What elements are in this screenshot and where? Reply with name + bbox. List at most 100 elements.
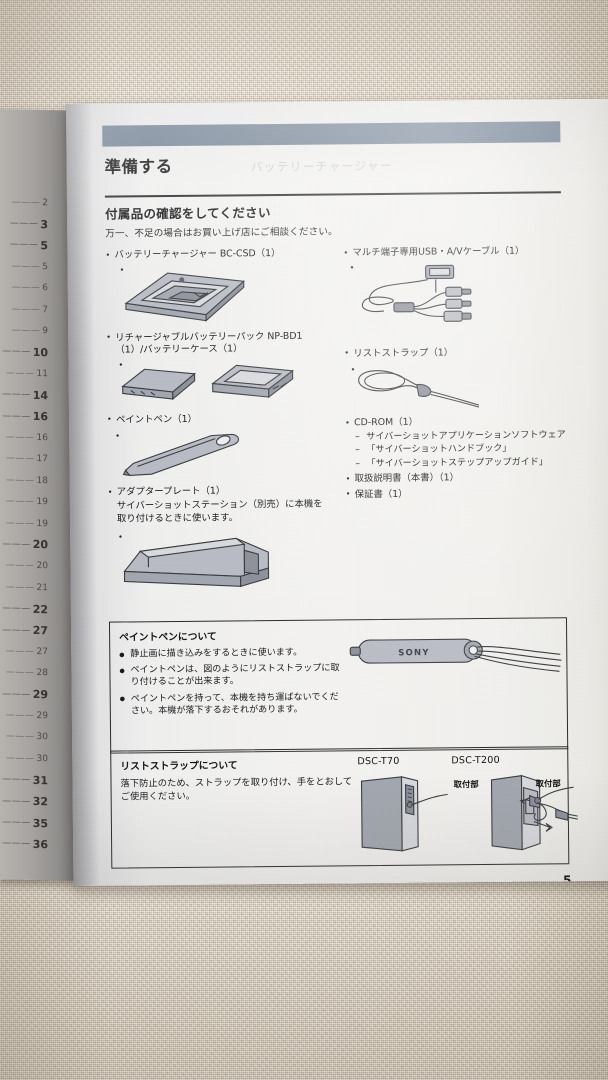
index-page-number: 27 [36,646,48,658]
open-manual-book: ———2———3———5———5———6———7———9———10———11——… [0,98,608,894]
index-page-number: 16 [36,432,48,444]
item-label-cd-rom: CD-ROM（1） [354,416,418,429]
index-page-number: 28 [36,668,48,679]
index-page-number: 16 [32,410,48,424]
index-entry: ———9 [0,320,52,343]
index-entry: ———30 [0,726,52,749]
index-entry: ———17 [0,448,52,471]
index-page-number: 32 [32,795,48,809]
cd-rom-sub-item: サイバーショットアプリケーションソフトウェア [354,429,569,443]
index-leader-dots: ——— [6,731,35,743]
item-label-paint-pen: ペイントペン（1） [115,413,198,426]
callout-label-mount-t70: 取付部 [453,779,479,790]
index-leader-dots: ——— [2,389,31,401]
note-paragraph-wrist-strap: 落下防止のため、ストラップを取り付け、手をとおしてご使用ください。 [120,776,353,803]
index-entry: ———5 [0,234,52,257]
index-page-number: 29 [32,688,48,702]
figure-battery-charger [120,263,325,323]
index-entry: ———16 [0,426,52,449]
left-column-list: バッテリーチャージャー BC-CSD（1） [105,248,326,590]
figure-adapter-plate [118,530,327,590]
list-item: マルチ端子専用USB・A/Vケーブル（1） [343,245,567,260]
index-leader-dots: ——— [2,410,31,422]
right-column-list: マルチ端子専用USB・A/Vケーブル（1） [343,245,569,501]
list-item: リストストラップ（1） [344,346,568,361]
figure-paint-pen-on-strap: SONY [346,628,563,692]
index-page-number: 10 [32,345,48,360]
index-leader-dots: ——— [6,453,35,465]
item-label-warranty: 保証書（1） [354,488,408,500]
index-page-number: 7 [42,304,48,315]
note-body-paint-pen: 静止画に描き込みをするときに使います。 ペイントペンは、図のようにリストストラッ… [119,646,344,717]
index-page-number: 11 [36,368,48,380]
item-label-charger: バッテリーチャージャー BC-CSD（1） [114,247,281,261]
figure-wrist-strap [351,362,569,410]
index-page-number: 5 [40,239,48,253]
index-leader-dots: ——— [2,539,31,550]
item-label-av-cable: マルチ端子専用USB・A/Vケーブル（1） [352,245,525,259]
index-leader-dots: ——— [6,646,35,657]
index-page-number: 3 [40,217,48,231]
index-entry: ———6 [0,277,52,300]
index-entry: ———20 [0,555,52,578]
index-leader-dots: ——— [6,517,35,529]
callout-label-mount-t200: 取付部 [535,778,561,789]
index-page-number: 19 [36,518,48,529]
index-leader-dots: ——— [6,368,35,379]
index-leader-dots: ——— [2,689,31,700]
item-label-battery-pack: リチャージャブルバッテリーパック NP-BD1（1）/バッテリーケース（1） [115,330,303,356]
index-entry: ———29 [0,683,52,706]
list-item: CD-ROM（1） サイバーショットアプリケーションソフトウェア 「サイバーショ… [345,415,569,470]
index-entry: ———2 [0,191,52,214]
index-entry: ———29 [0,705,52,728]
index-entry: ———30 [0,747,52,770]
index-leader-dots: ——— [2,795,31,807]
item-label-adapter-plate: アダプタープレート（1） [116,485,226,498]
figure-paint-pen [115,429,325,479]
item-label-wrist-strap: リストストラップ（1） [353,346,454,359]
index-leader-dots: ——— [11,282,41,294]
index-leader-dots: ——— [11,261,41,272]
note-bullet: ペイントペンを持って、本機を持ち運ばないでください。本機が落下するおそれがありま… [120,691,344,718]
index-page-number: 21 [36,582,48,593]
index-leader-dots: ——— [2,817,31,828]
index-page-number: 29 [36,711,48,722]
lead-paragraph: 万一、不足の場合はお買い上げ店にご相談ください。 [105,226,338,240]
index-entry: ———28 [0,662,52,685]
left-column: バッテリーチャージャー BC-CSD（1） [105,248,326,590]
figure-battery-and-case [118,358,324,406]
index-page-number: 2 [42,197,48,208]
figure-label-dsc-t70: DSC-T70 [357,755,400,768]
item-subtext-adapter-plate: サイバーショットステーション（別売）に本機を取り付けるときに使います。 [116,498,323,525]
index-leader-dots: ——— [6,710,35,722]
index-entry: ———19 [0,491,52,514]
index-leader-dots: ——— [6,475,35,486]
index-leader-dots: ——— [6,667,35,679]
chapter-title: 準備する [104,156,173,177]
note-heading-wrist-strap: リストストラップについて [120,760,238,773]
note-bullet: 静止画に描き込みをするときに使います。 [119,646,343,660]
section-rule [104,191,561,198]
index-page-number: 35 [32,816,48,830]
index-leader-dots: ——— [11,197,41,208]
figure-dsc-t70-strap-mount [355,774,452,859]
index-page-number: 17 [36,454,48,465]
index-entry: ———31 [0,769,52,792]
index-page-number: 6 [42,283,48,294]
index-leader-dots: ——— [9,239,39,251]
page-number: 5 [563,873,572,886]
cd-rom-sublist: サイバーショットアプリケーションソフトウェア 「サイバーショットハンドブック」 … [354,429,569,470]
index-leader-dots: ——— [6,432,35,443]
table-of-contents-index: ———2———3———5———5———6———7———9———10———11——… [0,191,52,855]
list-item: バッテリーチャージャー BC-CSD（1） [105,248,323,263]
figure-label-dsc-t200: DSC-T200 [451,754,500,767]
list-item: ペイントペン（1） [107,412,325,427]
index-entry: ———14 [0,384,52,407]
index-entry: ———19 [0,512,52,535]
list-item: 取扱説明書（本書）（1） [346,471,570,486]
right-column: マルチ端子専用USB・A/Vケーブル（1） [343,245,569,504]
sony-logo-text: SONY [398,648,430,658]
index-entry: ———20 [0,533,52,556]
index-page-number: 18 [36,475,48,486]
item-label-instruction-manual: 取扱説明書（本書）（1） [354,472,460,485]
